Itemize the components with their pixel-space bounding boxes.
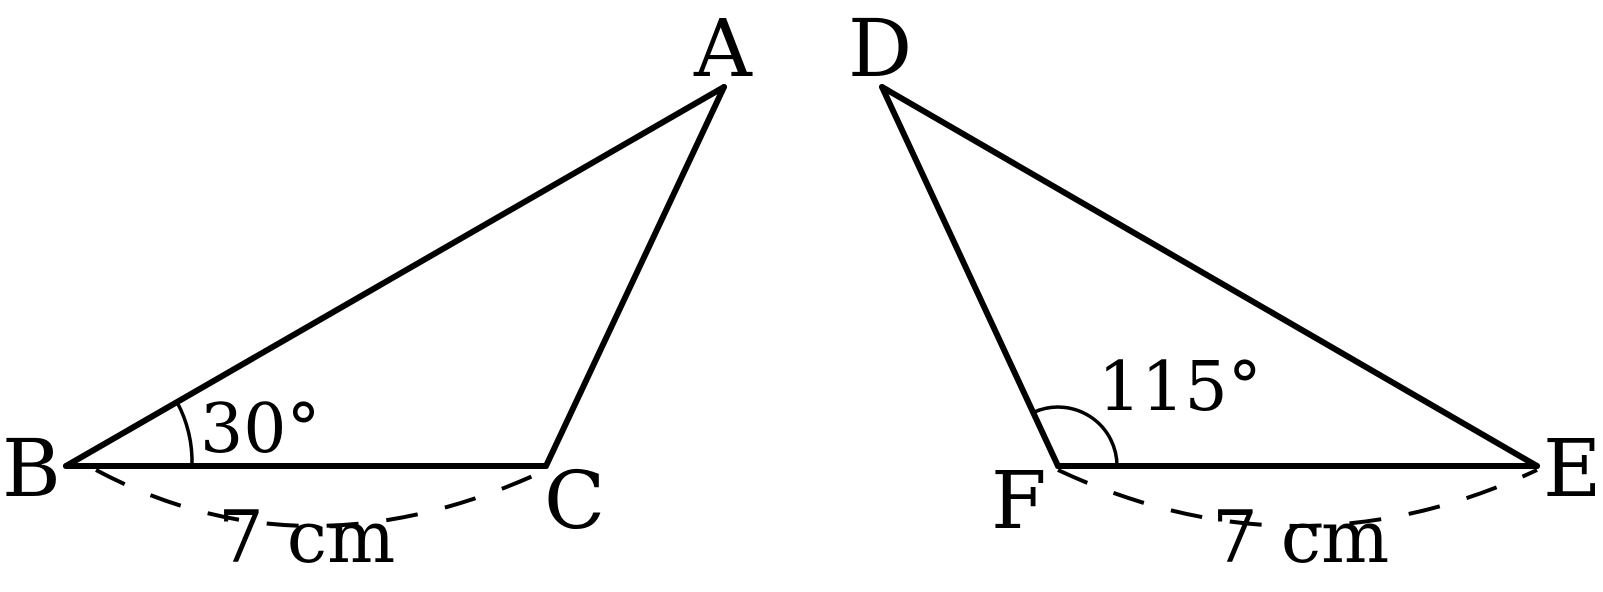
angle-f-arc <box>1032 405 1119 467</box>
angle-f-label: 115° <box>1098 348 1262 427</box>
angle-b-label: 30° <box>200 390 321 469</box>
side-bc-length-label: 7 cm <box>218 495 395 579</box>
vertex-b-label: B <box>2 422 61 515</box>
vertex-a-label: A <box>693 2 753 95</box>
side-fe-length-label: 7 cm <box>1212 495 1389 579</box>
vertex-c-label: C <box>544 454 605 547</box>
vertex-f-label: F <box>991 454 1047 547</box>
side-df <box>879 84 1061 469</box>
vertex-e-label: E <box>1543 422 1601 515</box>
side-de <box>879 84 1540 469</box>
vertex-d-label: D <box>848 2 912 95</box>
side-ac <box>543 84 727 469</box>
triangle-def <box>879 84 1540 528</box>
side-fe-dimension-arc <box>1057 468 1538 528</box>
angle-b-arc <box>175 401 194 467</box>
side-bc-dimension-arc <box>95 468 547 528</box>
side-ab <box>63 84 727 469</box>
triangle-abc <box>63 84 727 528</box>
